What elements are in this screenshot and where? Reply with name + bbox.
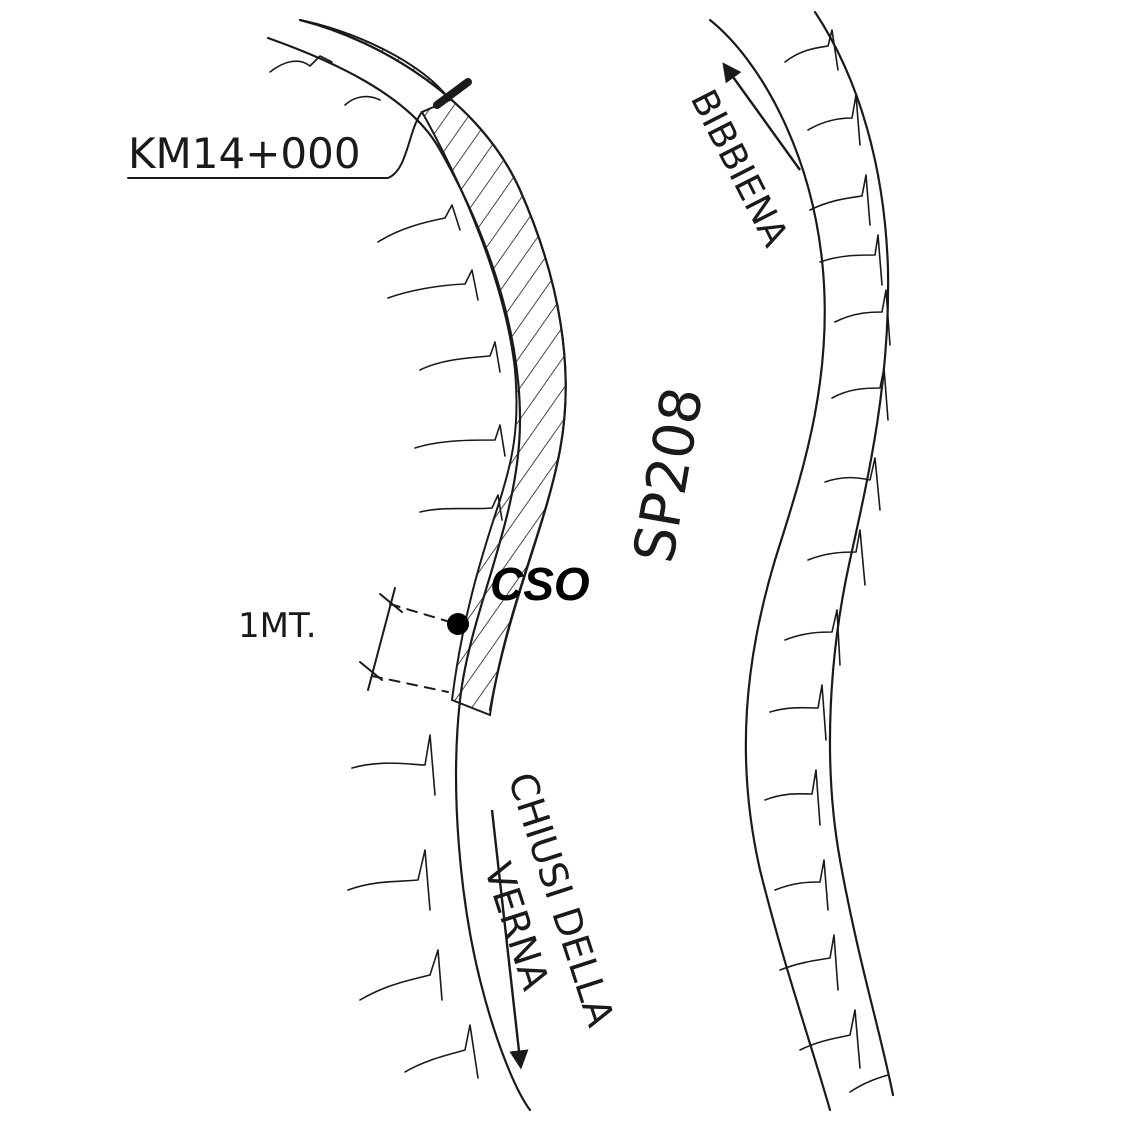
point-marker-icon	[447, 613, 469, 635]
point-label: CSO	[490, 558, 590, 610]
slope-ticks-left-upper	[269, 55, 506, 521]
arrow-up-icon	[722, 62, 801, 171]
dimension-lines	[359, 587, 451, 693]
slope-ticks-left-lower	[347, 734, 479, 1079]
km-label: KM14+000	[128, 129, 361, 178]
hatched-strip	[299, 19, 567, 717]
road-right-outer-edge	[813, 10, 895, 1097]
road-label: SP208	[622, 383, 717, 568]
km-marker-tick	[433, 78, 472, 109]
distance-label: 1MT.	[238, 606, 317, 646]
slope-ticks-right	[764, 29, 891, 1093]
km-leader-line	[127, 111, 423, 179]
road-right-inner-edge	[708, 18, 832, 1112]
arrow-down-icon	[490, 809, 529, 1070]
